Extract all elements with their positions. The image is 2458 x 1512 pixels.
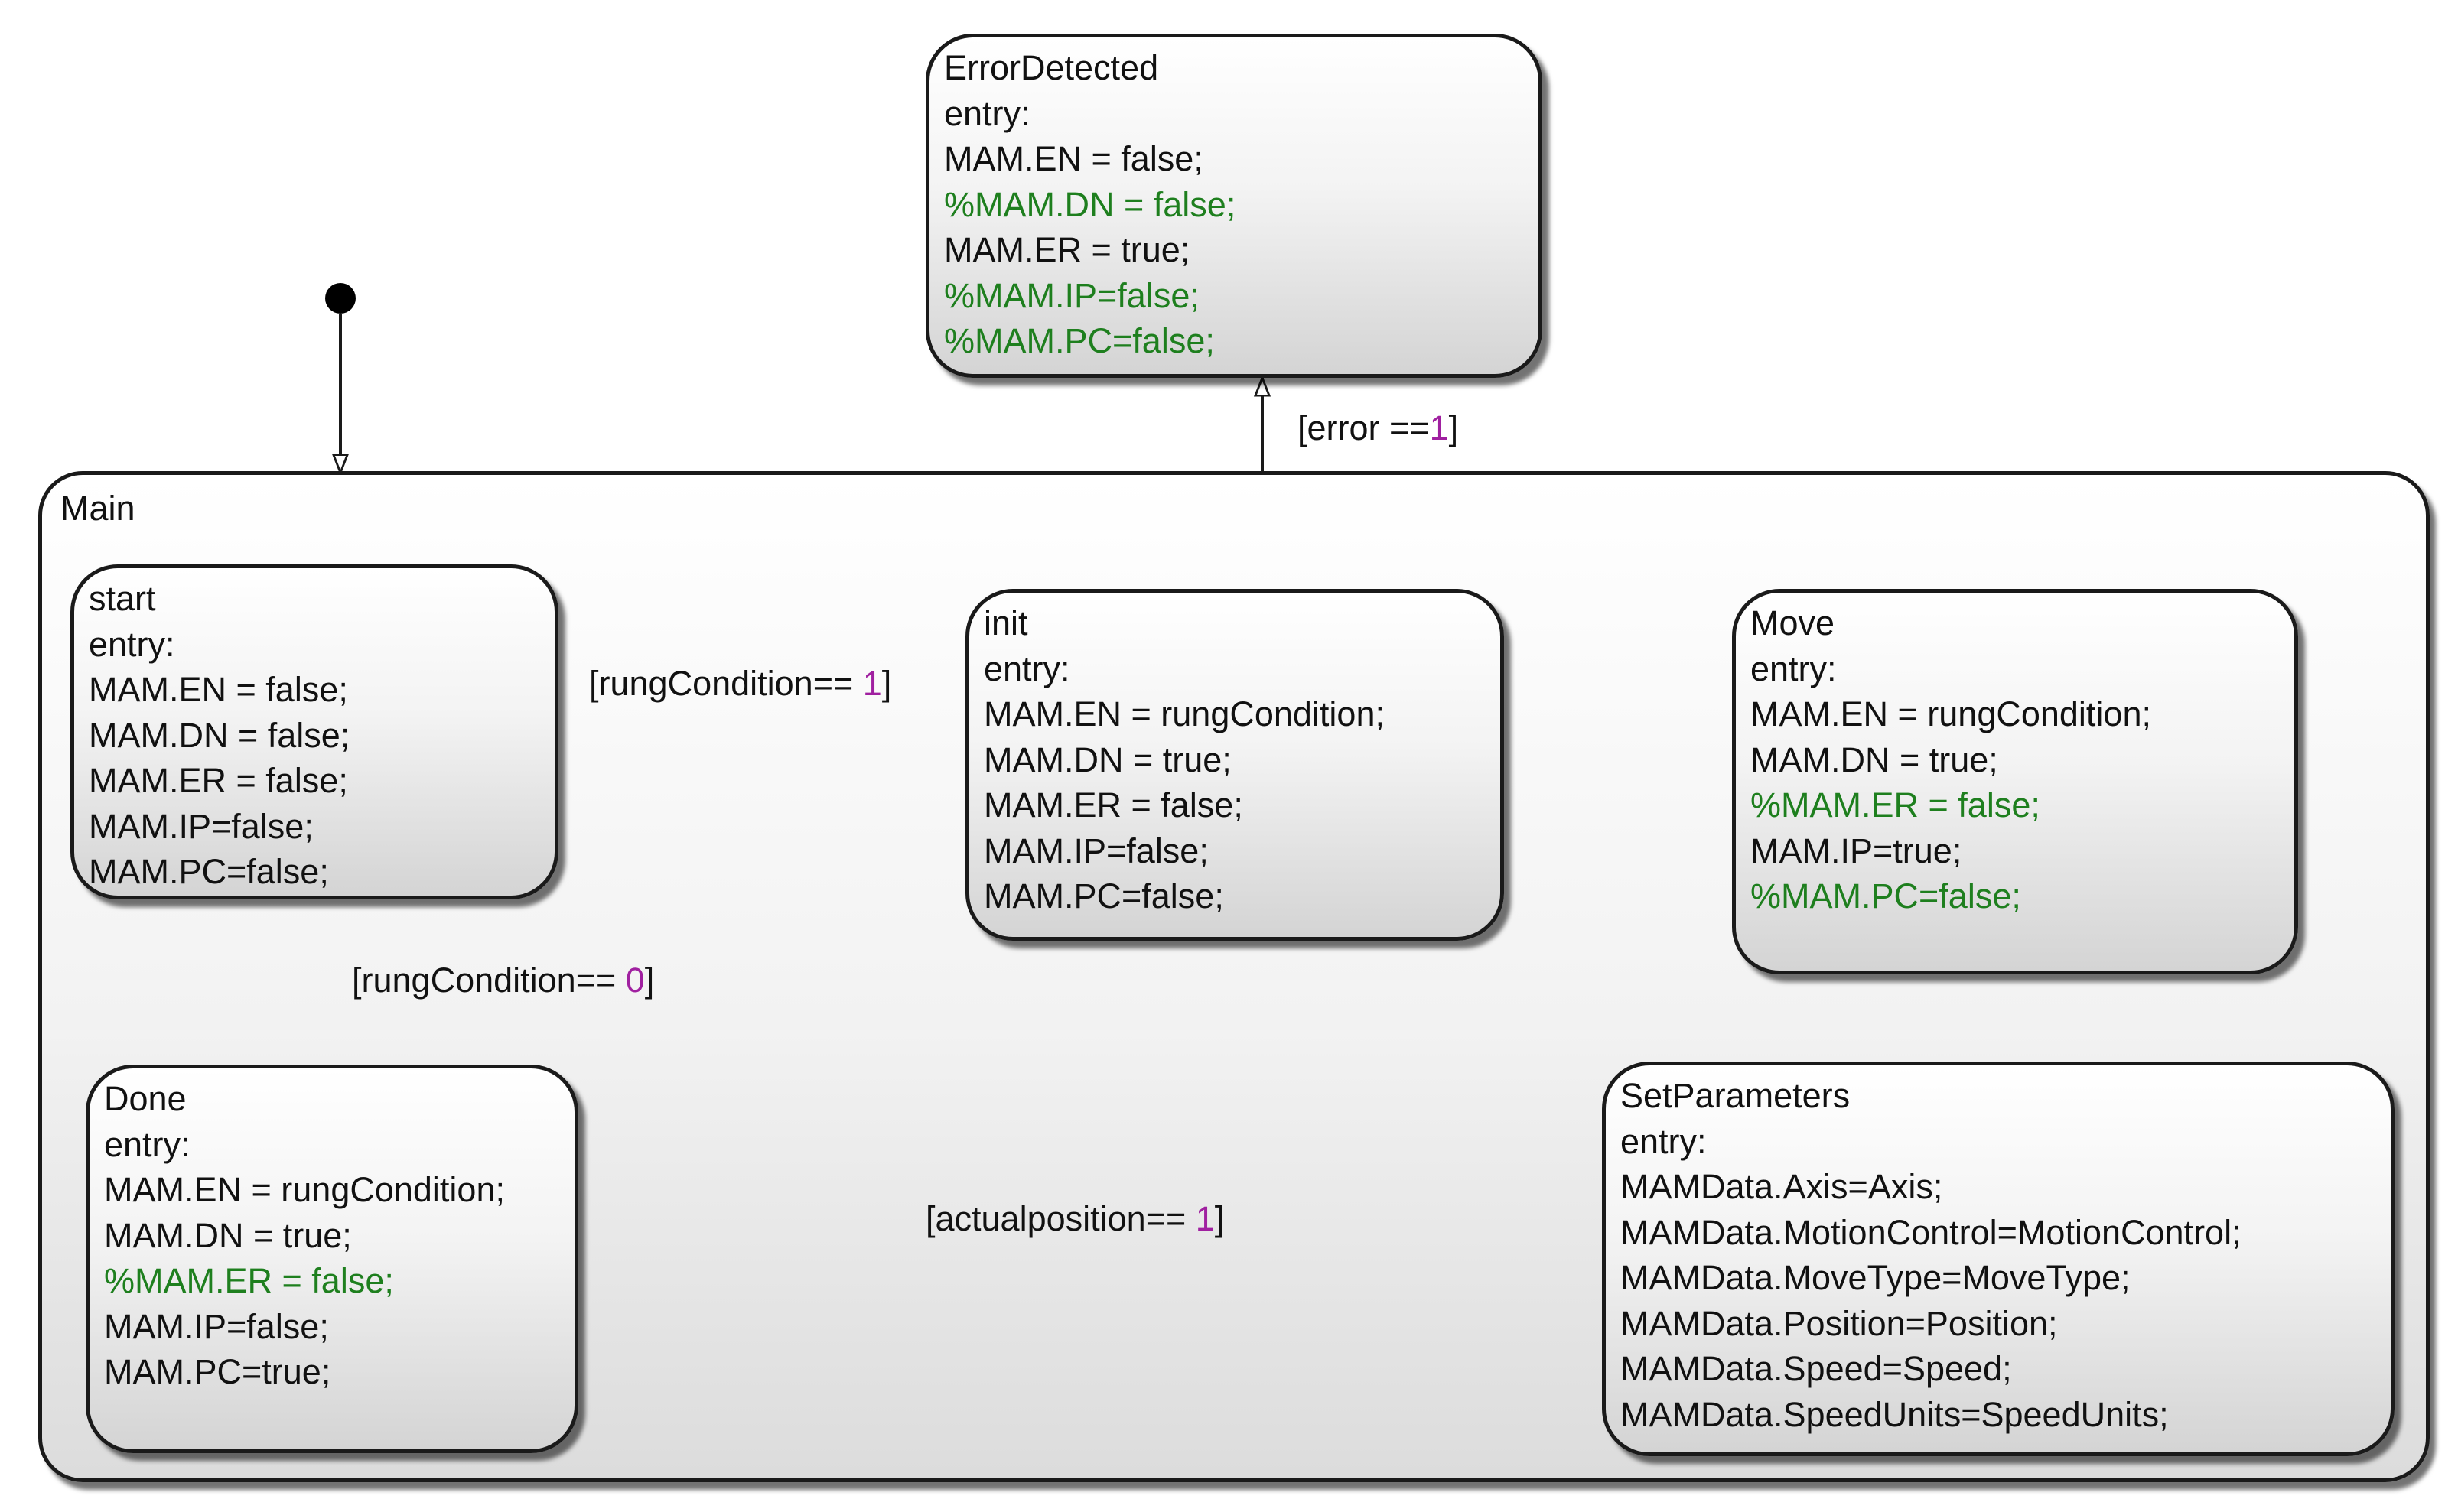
- action-line: MAM.ER = false;: [89, 761, 348, 800]
- guard-close: ]: [1448, 408, 1459, 447]
- action-line: MAM.ER = false;: [984, 785, 1243, 824]
- commented-action-line: %MAM.PC=false;: [944, 321, 1215, 360]
- action-line: entry:: [1750, 649, 1837, 688]
- state-set-parameters[interactable]: SetParameters entry: MAMData.Axis=Axis; MA…: [1602, 1062, 2395, 1456]
- action-line: entry:: [984, 649, 1070, 688]
- action-line: MAM.DN = true;: [104, 1215, 352, 1255]
- state-name: ErrorDetected: [944, 48, 1159, 87]
- action-line: MAM.EN = false;: [89, 670, 348, 709]
- action-line: MAM.IP=true;: [1750, 831, 1962, 870]
- state-name: Done: [104, 1079, 187, 1118]
- action-line: MAM.IP=false;: [104, 1306, 329, 1346]
- action-line: MAM.IP=false;: [984, 831, 1209, 870]
- state-name: SetParameters: [1620, 1076, 1851, 1115]
- action-line: entry:: [1620, 1121, 1707, 1161]
- guard-text: [rungCondition==: [589, 664, 863, 703]
- action-line: MAM.DN = true;: [984, 740, 1232, 779]
- action-line: MAM.IP=false;: [89, 806, 314, 846]
- action-line: MAMData.MoveType=MoveType;: [1620, 1258, 2131, 1297]
- commented-action-line: %MAM.ER = false;: [104, 1261, 394, 1300]
- state-name: start: [89, 579, 156, 618]
- default-transition-dot-main: [325, 283, 356, 314]
- action-line: entry:: [104, 1124, 190, 1164]
- guard-text: [rungCondition==: [352, 961, 626, 1000]
- guard-text: [error ==: [1297, 408, 1430, 447]
- action-line: MAMData.Axis=Axis;: [1620, 1167, 1943, 1206]
- state-name: Move: [1750, 603, 1835, 642]
- action-line: entry:: [89, 624, 175, 664]
- transition-label-setparams-to-done: [actualposition== 1]: [926, 1198, 1224, 1240]
- action-line: MAM.EN = rungCondition;: [984, 694, 1385, 733]
- transition-label-error: [error ==1]: [1297, 407, 1458, 450]
- guard-text: [actualposition==: [926, 1199, 1196, 1238]
- state-start[interactable]: start entry: MAM.EN = false; MAM.DN = fals…: [70, 564, 558, 899]
- state-error-detected[interactable]: ErrorDetected entry: MAM.EN = false; %MAM.…: [926, 34, 1542, 378]
- state-move[interactable]: Move entry: MAM.EN = rungCondition; MAM.DN…: [1732, 589, 2298, 974]
- state-init[interactable]: init entry: MAM.EN = rungCondition; MAM.DN…: [965, 589, 1504, 941]
- guard-value: 1: [1195, 1199, 1215, 1238]
- guard-close: ]: [644, 961, 655, 1000]
- action-line: MAM.EN = false;: [944, 139, 1203, 178]
- commented-action-line: %MAM.DN = false;: [944, 184, 1236, 224]
- guard-close: ]: [881, 664, 892, 703]
- action-line: MAMData.Position=Position;: [1620, 1303, 2058, 1343]
- action-line: MAMData.SpeedUnits=SpeedUnits;: [1620, 1394, 2169, 1434]
- transition-label-start-to-init: [rungCondition== 1]: [589, 662, 891, 705]
- action-line: MAMData.MotionControl=MotionControl;: [1620, 1212, 2242, 1252]
- transition-label-done-to-start: [rungCondition== 0]: [352, 959, 654, 1002]
- action-line: MAM.EN = rungCondition;: [104, 1170, 505, 1209]
- commented-action-line: %MAM.IP=false;: [944, 275, 1200, 315]
- state-name: init: [984, 603, 1028, 642]
- action-line: MAMData.Speed=Speed;: [1620, 1349, 2012, 1388]
- action-line: MAM.PC=false;: [89, 852, 329, 891]
- guard-close: ]: [1214, 1199, 1225, 1238]
- commented-action-line: %MAM.ER = false;: [1750, 785, 2040, 824]
- action-line: MAM.DN = false;: [89, 715, 350, 755]
- guard-value: 1: [862, 664, 882, 703]
- action-line: MAM.ER = true;: [944, 230, 1190, 269]
- state-done[interactable]: Done entry: MAM.EN = rungCondition; MAM.DN…: [86, 1065, 578, 1453]
- guard-value: 0: [625, 961, 645, 1000]
- superstate-main-title: Main: [60, 489, 135, 528]
- action-line: MAM.PC=true;: [104, 1352, 331, 1391]
- action-line: entry:: [944, 93, 1030, 133]
- action-line: MAM.EN = rungCondition;: [1750, 694, 2151, 733]
- action-line: MAM.DN = true;: [1750, 740, 1998, 779]
- action-line: MAM.PC=false;: [984, 876, 1224, 915]
- guard-value: 1: [1429, 408, 1449, 447]
- commented-action-line: %MAM.PC=false;: [1750, 876, 2021, 915]
